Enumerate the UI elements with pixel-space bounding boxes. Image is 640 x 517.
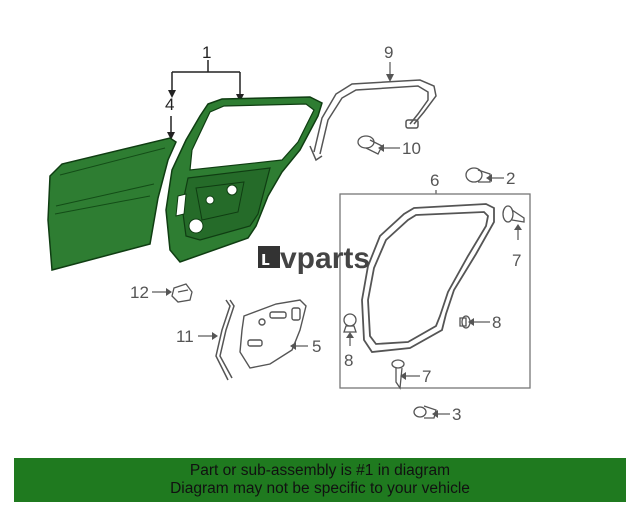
callout-7-top: 7 [512, 251, 521, 270]
watermark-logo: ʟ vparts [258, 242, 370, 275]
plug-part-3[interactable] [413, 405, 437, 419]
callout-8-right: 8 [492, 313, 501, 332]
callout-12: 12 [130, 283, 149, 302]
callout-7-bottom: 7 [422, 367, 431, 386]
banner-line-2: Diagram may not be specific to your vehi… [170, 480, 470, 497]
callout-11: 11 [176, 327, 194, 346]
callout-3: 3 [452, 405, 461, 424]
callout-10: 10 [402, 139, 421, 158]
callout-2: 2 [506, 169, 515, 188]
callout-6: 6 [430, 171, 439, 190]
screw-part-7-top[interactable] [502, 205, 525, 223]
callout-4: 4 [165, 95, 174, 114]
screw-part-7-bottom[interactable] [391, 359, 405, 390]
door-opening-weatherstrip[interactable] [361, 203, 495, 353]
callout-9: 9 [384, 43, 393, 62]
callout-8-left: 8 [344, 351, 353, 370]
clip-part-10[interactable] [357, 135, 383, 155]
watermark-text: vparts [280, 242, 370, 275]
clip-part-8-left[interactable] [343, 313, 357, 333]
callout-1: 1 [202, 43, 211, 62]
callout-5: 5 [312, 337, 321, 356]
part-6-group-box [339, 193, 531, 389]
plug-part-2[interactable] [465, 167, 491, 183]
lock-rod-part-11[interactable] [215, 299, 235, 381]
info-banner: Part or sub-assembly is #1 in diagram Di… [14, 458, 626, 502]
clip-part-12[interactable] [171, 283, 193, 303]
svg-text:ʟ: ʟ [261, 248, 270, 270]
door-frame-weatherstrip[interactable] [309, 79, 437, 162]
lock-cover-part-5[interactable] [239, 299, 307, 369]
door-assembly[interactable] [165, 96, 323, 263]
door-outer-panel[interactable] [47, 137, 177, 271]
banner-line-1: Part or sub-assembly is #1 in diagram [189, 462, 451, 479]
callout-1-bracket [171, 60, 241, 96]
